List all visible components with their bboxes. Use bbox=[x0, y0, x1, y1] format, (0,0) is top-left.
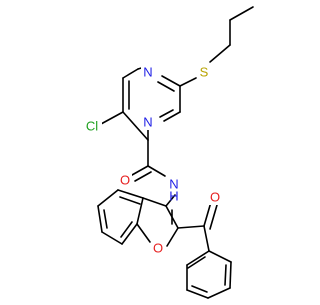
atom-sulfur: S bbox=[200, 65, 209, 80]
atom-nitrogen-bottom: N bbox=[143, 115, 152, 130]
bond bbox=[224, 264, 227, 286]
atom-hydrogen-amide: H bbox=[169, 189, 178, 204]
bond bbox=[97, 189, 119, 207]
bond bbox=[100, 111, 124, 125]
bond bbox=[101, 231, 123, 245]
bond bbox=[103, 209, 108, 229]
bond bbox=[207, 287, 231, 299]
bond bbox=[159, 109, 174, 118]
atom-labels: N N S Cl O N H O O bbox=[82, 64, 222, 256]
molecule-diagram: N N S Cl O N H O O bbox=[82, 6, 254, 299]
bond bbox=[179, 77, 197, 87]
bond bbox=[209, 204, 218, 230]
bond bbox=[191, 285, 208, 293]
bond bbox=[177, 225, 205, 229]
bond bbox=[203, 201, 212, 227]
atom-oxygen-amide: O bbox=[120, 173, 130, 188]
bond bbox=[136, 197, 144, 225]
bond bbox=[120, 221, 133, 238]
bond bbox=[142, 197, 167, 207]
bond bbox=[165, 194, 176, 207]
bond bbox=[186, 250, 210, 266]
bond bbox=[122, 68, 139, 79]
bond bbox=[157, 81, 175, 92]
bond bbox=[122, 111, 149, 141]
bond bbox=[119, 196, 141, 205]
bond bbox=[166, 227, 179, 247]
atom-chlorine: Cl bbox=[86, 119, 98, 134]
atom-oxygen-furan: O bbox=[153, 241, 163, 256]
bond bbox=[187, 256, 206, 269]
bond bbox=[117, 189, 144, 199]
bond bbox=[147, 165, 166, 177]
molecule-structure: N N S Cl O N H O O bbox=[82, 6, 254, 299]
bond bbox=[97, 205, 103, 233]
bond bbox=[229, 261, 232, 289]
bond bbox=[131, 165, 149, 176]
atom-nitrogen-top: N bbox=[143, 65, 152, 80]
bond bbox=[229, 6, 254, 21]
atom-nitrogen-amide: N bbox=[169, 177, 178, 192]
bond bbox=[121, 223, 138, 245]
bond bbox=[136, 223, 151, 243]
bond bbox=[186, 289, 209, 299]
bond bbox=[203, 225, 210, 252]
bond bbox=[208, 250, 232, 263]
atom-oxygen-ketone: O bbox=[210, 190, 220, 205]
bond bbox=[163, 111, 181, 122]
bond bbox=[134, 171, 152, 182]
bond-lines bbox=[97, 6, 254, 299]
bond bbox=[209, 44, 231, 63]
bond bbox=[161, 75, 181, 87]
